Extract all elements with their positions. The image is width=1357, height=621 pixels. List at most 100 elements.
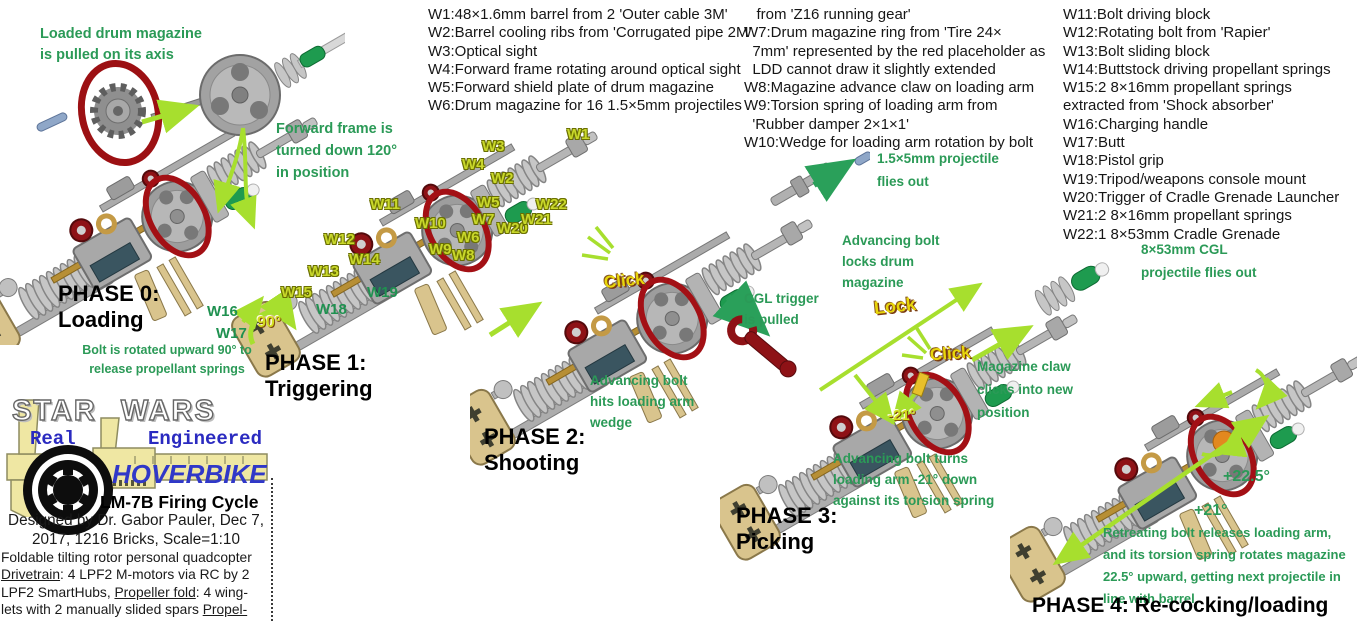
part-label-w1: W1 — [567, 126, 590, 143]
annotation-drum-pulled: Loaded drum magazine is pulled on its ax… — [40, 26, 202, 63]
logo-designed-by: Designed by Dr. Gabor Pauler, Dec 7, 201… — [8, 512, 264, 548]
part-label-w7: W7 — [472, 211, 495, 228]
phase-0-label: PHASE 0: Loading — [58, 281, 160, 332]
logo-subtitle: LM-7B Firing Cycle — [100, 492, 259, 512]
part-label-w11: W11 — [370, 196, 401, 213]
logo-hoverbike: HOVERBIKE — [112, 459, 267, 489]
phase-4-label: PHASE 4: Re-cocking/loading — [1032, 594, 1329, 617]
spec-line-5: ler tilt: 4 manual independent turntable… — [1, 619, 275, 621]
parts-list-line: W22:1 8×53mm Cradle Grenade — [1063, 225, 1281, 243]
label-click-phase2: Click — [603, 268, 646, 293]
spec-line-2: Drivetrain: 4 LPF2 M-motors via RC by 2 — [1, 567, 250, 583]
logo-real-engineered: Real Engineered — [30, 428, 262, 450]
arrow-frame-down-2 — [213, 127, 245, 214]
parts-list-line: W6:Drum magazine for 16 1.5×5mm projecti… — [428, 97, 742, 115]
logo-specs: Foldable tilting rotor personal quadcopt… — [1, 549, 275, 621]
parts-list-line: W2:Barrel cooling ribs from 'Corrugated … — [428, 24, 752, 42]
logo-real-word: Real — [30, 428, 76, 450]
part-label-w21: W21 — [521, 211, 552, 228]
parts-list-line: W16:Charging handle — [1063, 115, 1209, 133]
parts-list-line: W3:Optical sight — [428, 42, 538, 60]
parts-list-line: from 'Z16 running gear' — [744, 6, 911, 23]
parts-list-line: 'Rubber damper 2×1×1' — [744, 115, 909, 133]
annotation-forward-frame: Forward frame is turned down 120° in pos… — [276, 121, 398, 181]
part-label-w5: W5 — [477, 194, 500, 211]
parts-list-line: W15:2 8×16mm propellant springs — [1063, 79, 1292, 97]
part-label-w4: W4 — [462, 156, 485, 173]
annotation-bolt-hits-wedge: Advancing bolt hits loading arm wedge — [590, 373, 695, 430]
projectile-piece — [854, 151, 870, 166]
click-sparks — [901, 326, 932, 360]
annotation-projectile-out: 1.5×5mm projectile flies out — [877, 151, 999, 189]
parts-list-line: W14:Buttstock driving propellant springs — [1063, 60, 1331, 78]
part-label-w3: W3 — [482, 138, 505, 155]
parts-list-line: W1:48×1.6mm barrel from 2 'Outer cable 3… — [428, 6, 728, 23]
parts-list-line: W13:Bolt sliding block — [1063, 42, 1210, 60]
part-label-w10: W10 — [415, 215, 446, 232]
part-label-w18: W18 — [316, 301, 347, 318]
annotation-claw-clicks: Magazine claw clicks into new position — [977, 359, 1074, 420]
arrow-rotate-225 — [1254, 368, 1288, 410]
part-label-w22: W22 — [536, 196, 567, 213]
phase-1-label: PHASE 1: Triggering — [265, 350, 373, 401]
part-label-w8: W8 — [452, 247, 475, 264]
arrow-release — [1194, 382, 1233, 409]
part-label-w17: W17 — [216, 325, 247, 342]
part-label-w6: W6 — [457, 229, 480, 246]
part-label-w19: W19 — [367, 284, 398, 301]
arrow-minus21-a — [853, 373, 895, 426]
loading-arm-wedge — [911, 371, 930, 397]
parts-list-line: W20:Trigger of Cradle Grenade Launcher — [1063, 188, 1340, 206]
parts-list-col2: from 'Z16 running gear'W7:Drum magazine … — [744, 6, 1062, 152]
phase-3-label: PHASE 3: Picking — [736, 503, 838, 554]
parts-list-line: W21:2 8×16mm propellant springs — [1063, 207, 1292, 225]
arrow-projectile-out — [804, 158, 857, 202]
annotation-bolt-locks: Advancing bolt locks drum magazine — [842, 233, 940, 290]
parts-list-line: W7:Drum magazine ring from 'Tire 24× — [744, 24, 1002, 42]
parts-list-line: 7mm' represented by the red placeholder … — [744, 42, 1046, 60]
annotation-cgl-trigger: CGL trigger is pulled — [744, 291, 819, 327]
muzzle-piece — [770, 162, 834, 206]
parts-list-line: W19:Tripod/weapons console mount — [1063, 170, 1306, 188]
parts-list-line: W11:Bolt driving block — [1063, 6, 1211, 23]
parts-list-line: W18:Pistol grip — [1063, 152, 1164, 170]
parts-list-line: W9:Torsion spring of loading arm from — [744, 97, 998, 115]
parts-list-line: LDD cannot draw it slightly extended — [744, 60, 996, 78]
part-label-w16: W16 — [207, 303, 238, 320]
annotation-deg90: 90° — [257, 314, 282, 331]
parts-list-col1: W1:48×1.6mm barrel from 2 'Outer cable 3… — [428, 6, 752, 116]
arrow-frame-down-1 — [230, 127, 257, 230]
part-label-w12: W12 — [324, 231, 355, 248]
annotation-plus21: +21° — [1194, 502, 1228, 519]
annotation-bolt-rotated: Bolt is rotated upward 90° to release pr… — [82, 343, 252, 376]
part-label-w9: W9 — [429, 241, 452, 258]
drum-gear — [36, 59, 163, 167]
logo-star-wars: STAR WARS — [11, 394, 216, 427]
part-label-w13: W13 — [308, 263, 339, 280]
parts-list-line: extracted from 'Shock absorber' — [1063, 97, 1274, 115]
next-projectile-wedge — [1212, 430, 1236, 454]
annotation-bolt-turns: Advancing bolt turns loading arm -21° do… — [833, 451, 995, 508]
parts-list-line: W4:Forward frame rotating around optical… — [428, 60, 741, 78]
arrow-bolt-advance — [488, 301, 543, 338]
annotation-plus225: +22.5° — [1223, 468, 1270, 485]
arrow-rotate-21 — [1201, 424, 1248, 458]
logo-block-divider — [271, 478, 273, 621]
label-click-phase3: Click — [929, 342, 972, 365]
cgl-grenade-out — [1034, 262, 1110, 316]
spec-line-3: LPF2 SmartHubs, Propeller fold: 4 wing- — [1, 584, 248, 600]
parts-list-line: W10:Wedge for loading arm rotation by bo… — [744, 134, 1034, 152]
part-label-w15: W15 — [281, 284, 312, 301]
part-label-w2: W2 — [491, 170, 514, 187]
parts-list-line: W17:Butt — [1063, 134, 1125, 152]
annotation-minus21: -21° — [888, 407, 916, 424]
part-label-w20: W20 — [497, 220, 528, 237]
parts-list-line: W8:Magazine advance claw on loading arm — [744, 79, 1035, 97]
parts-list-line: W5:Forward shield plate of drum magazine — [428, 79, 714, 97]
part-label-w14: W14 — [349, 251, 380, 268]
spec-line-1: Foldable tilting rotor personal quadcopt… — [1, 550, 252, 565]
phase-2-label: PHASE 2: Shooting — [484, 424, 586, 475]
annotation-retreating: Retreating bolt releases loading arm, an… — [1103, 525, 1346, 606]
